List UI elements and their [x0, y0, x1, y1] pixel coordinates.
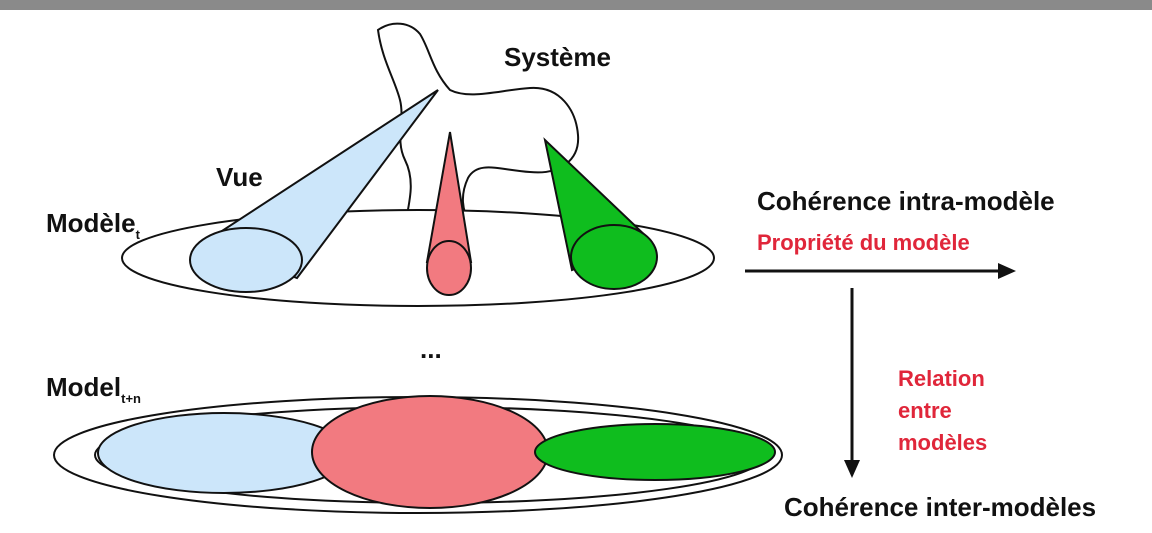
coherence-intra-label: Cohérence intra-modèle	[757, 186, 1055, 217]
green-cone-base	[571, 225, 657, 289]
vue-label: Vue	[216, 162, 263, 193]
model-tn-subscript: t+n	[121, 391, 141, 406]
modele-t-subscript: t	[136, 227, 140, 242]
intra-arrow-head	[998, 263, 1016, 279]
coherence-inter-label: Cohérence inter-modèles	[784, 492, 1096, 523]
relation-line2-label: entre	[898, 398, 952, 424]
modele-t-label: Modèlet	[46, 208, 140, 239]
model-tn-base: Model	[46, 372, 121, 402]
tn-red-ellipse	[312, 396, 548, 508]
vue-cone-base	[190, 228, 302, 292]
relation-line1-label: Relation	[898, 366, 985, 392]
relation-line3-label: modèles	[898, 430, 987, 456]
ellipsis-label: ...	[420, 334, 442, 365]
inter-arrow-head	[844, 460, 860, 478]
red-cone-base	[427, 241, 471, 295]
tn-green-ellipse	[535, 424, 775, 480]
top-bar	[0, 0, 1152, 10]
modele-t-base: Modèle	[46, 208, 136, 238]
propriete-label: Propriété du modèle	[757, 230, 970, 256]
systeme-label: Système	[504, 42, 611, 73]
model-tn-label: Modelt+n	[46, 372, 141, 403]
